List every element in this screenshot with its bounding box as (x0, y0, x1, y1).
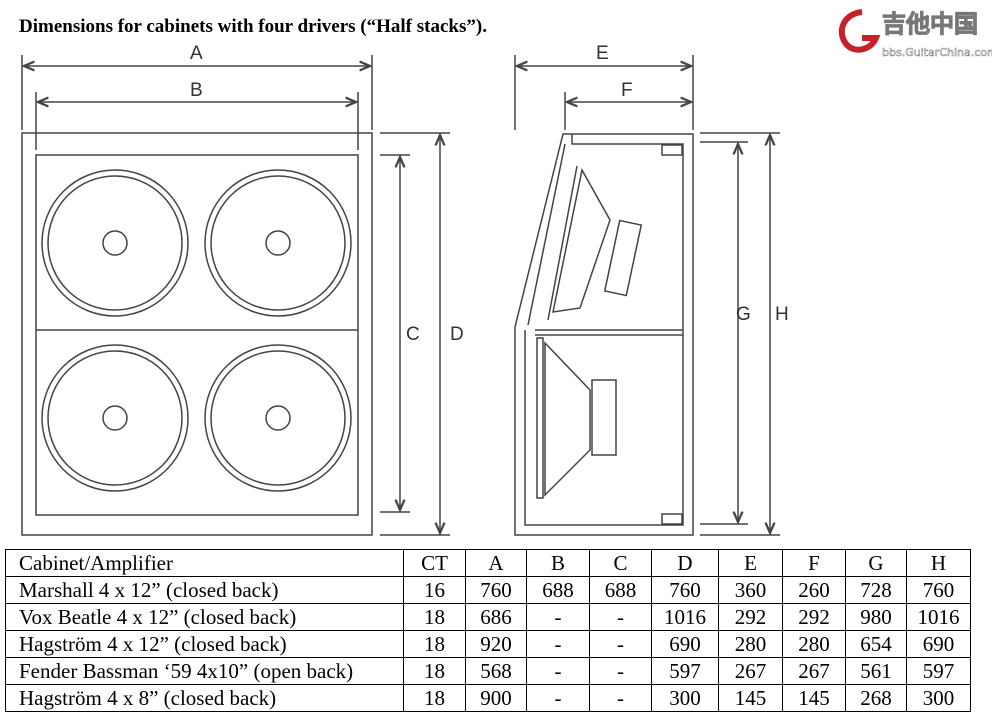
dimension-cell: 260 (782, 576, 846, 604)
table-header-row: Cabinet/Amplifier CT A B C D E F G H (5, 549, 971, 577)
dimension-cell: - (526, 630, 590, 658)
dimension-cell: 280 (782, 630, 846, 658)
dimension-cell: 568 (465, 657, 527, 685)
dimension-cell: 760 (465, 576, 527, 604)
header-cell: Cabinet/Amplifier (5, 549, 404, 577)
dimension-cell: 688 (589, 576, 652, 604)
dimension-cell: 360 (718, 576, 783, 604)
header-cell: E (718, 549, 783, 577)
dim-label-h: H (775, 304, 789, 325)
dimension-cell: 760 (906, 576, 971, 604)
header-cell: F (782, 549, 846, 577)
dimension-cell: 1016 (906, 603, 971, 631)
guitarchina-watermark-logo: 吉他中国 bbs.GuitarChina.com (838, 9, 992, 59)
dimension-cell: 18 (403, 657, 466, 685)
page-title: Dimensions for cabinets with four driver… (19, 16, 487, 37)
cabinet-name-cell: Vox Beatle 4 x 12” (closed back) (5, 603, 404, 631)
dimension-cell: 280 (718, 630, 783, 658)
dimension-cell: 900 (465, 684, 527, 712)
front-view (21, 55, 450, 536)
dimensions-table: Cabinet/Amplifier CT A B C D E F G H Mar… (5, 549, 971, 712)
dim-label-c: C (406, 324, 420, 345)
dim-label-b: B (190, 80, 203, 101)
dimension-cell: 1016 (651, 603, 719, 631)
dimension-cell: 292 (782, 603, 846, 631)
cabinet-diagram: A B C D E F G H (21, 43, 789, 536)
dimension-cell: 688 (526, 576, 590, 604)
header-cell: H (906, 549, 971, 577)
dimension-cell: 18 (403, 630, 466, 658)
dimension-cell: 267 (718, 657, 783, 685)
dimension-cell: 145 (782, 684, 846, 712)
dimension-cell: - (526, 603, 590, 631)
dimension-cell: 686 (465, 603, 527, 631)
cabinet-name-cell: Fender Bassman ‘59 4x10” (open back) (5, 657, 404, 685)
dimension-cell: 690 (906, 630, 971, 658)
dimension-cell: 561 (845, 657, 907, 685)
dimension-cell: 145 (718, 684, 783, 712)
header-cell: C (589, 549, 652, 577)
dimension-cell: 728 (845, 576, 907, 604)
dimension-cell: - (589, 684, 652, 712)
dim-label-f: F (621, 80, 633, 101)
dim-label-d: D (450, 324, 464, 345)
dimension-cell: - (526, 684, 590, 712)
dimension-cell: - (589, 657, 652, 685)
dimension-cell: 300 (651, 684, 719, 712)
dimension-cell: 654 (845, 630, 907, 658)
header-cell: D (651, 549, 719, 577)
dimension-cell: 18 (403, 684, 466, 712)
svg-text:吉他中国: 吉他中国 (882, 10, 978, 38)
dimension-cell: 980 (845, 603, 907, 631)
dimension-cell: 300 (906, 684, 971, 712)
header-cell: B (526, 549, 590, 577)
dimension-cell: - (589, 603, 652, 631)
dimension-cell: 16 (403, 576, 466, 604)
dim-label-e: E (596, 43, 609, 64)
dimension-cell: 268 (845, 684, 907, 712)
dimension-cell: - (526, 657, 590, 685)
dimension-cell: 597 (651, 657, 719, 685)
cabinet-name-cell: Hagström 4 x 12” (closed back) (5, 630, 404, 658)
header-cell: CT (403, 549, 466, 577)
dimension-cell: 267 (782, 657, 846, 685)
cabinet-name-cell: Marshall 4 x 12” (closed back) (5, 576, 404, 604)
dimension-cell: 690 (651, 630, 719, 658)
dimension-cell: 18 (403, 603, 466, 631)
speaker-drivers (41, 169, 352, 492)
cabinet-name-cell: Hagström 4 x 8” (closed back) (5, 684, 404, 712)
dim-label-g: G (736, 304, 751, 325)
dimension-cell: 597 (906, 657, 971, 685)
side-view (514, 55, 780, 536)
header-cell: G (845, 549, 907, 577)
dimension-cell: 920 (465, 630, 527, 658)
svg-text:bbs.GuitarChina.com: bbs.GuitarChina.com (882, 46, 992, 59)
dimension-cell: 760 (651, 576, 719, 604)
header-cell: A (465, 549, 527, 577)
dim-label-a: A (190, 43, 203, 64)
dimension-cell: 292 (718, 603, 783, 631)
dimension-cell: - (589, 630, 652, 658)
